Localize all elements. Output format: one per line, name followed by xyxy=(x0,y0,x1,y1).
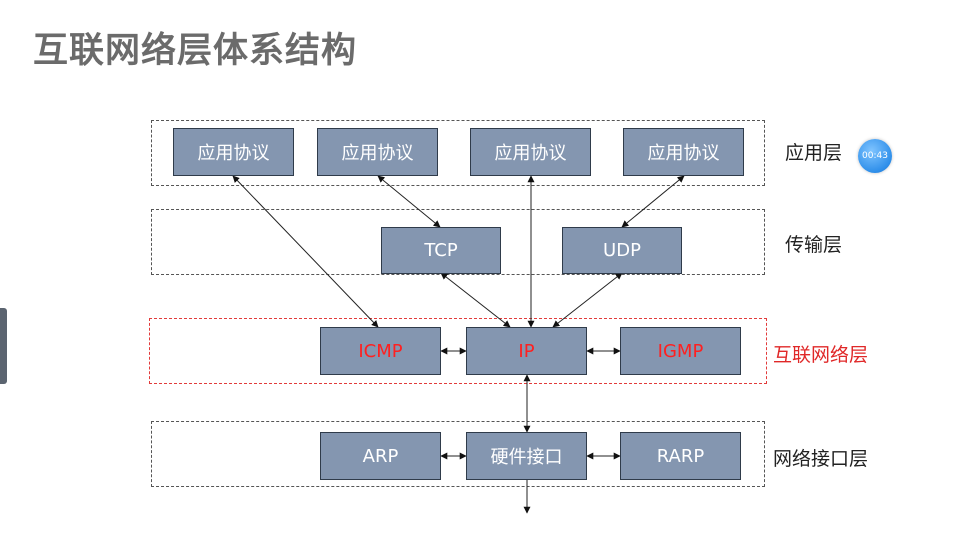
network-interface-layer-frame xyxy=(151,421,765,487)
app-protocol-box-3: 应用协议 xyxy=(470,128,591,176)
transport-layer-label: 传输层 xyxy=(785,234,843,256)
timer-badge[interactable]: 00:43 xyxy=(858,139,892,173)
igmp-box: IGMP xyxy=(620,327,741,375)
internet-layer-label: 互联网络层 xyxy=(773,344,869,366)
arrow-app1-icmp xyxy=(232,175,379,328)
network-interface-layer-label: 网络接口层 xyxy=(773,448,869,470)
arrow-app4-udp xyxy=(621,175,685,228)
side-panel-handle[interactable] xyxy=(0,308,7,384)
ip-box: IP xyxy=(466,327,587,375)
udp-box: UDP xyxy=(562,227,682,274)
app-protocol-box-1: 应用协议 xyxy=(173,128,294,176)
app-protocol-box-2: 应用协议 xyxy=(317,128,438,176)
rarp-box: RARP xyxy=(620,432,741,480)
arrow-app2-tcp xyxy=(377,175,441,228)
app-protocol-box-4: 应用协议 xyxy=(623,128,744,176)
tcp-box: TCP xyxy=(381,227,501,274)
arrow-tcp-ip xyxy=(440,272,511,328)
icmp-box: ICMP xyxy=(320,327,441,375)
application-layer-frame xyxy=(151,120,765,186)
application-layer-label: 应用层 xyxy=(785,142,843,164)
arrow-udp-ip xyxy=(552,272,623,328)
arp-box: ARP xyxy=(320,432,441,480)
hardware-interface-box: 硬件接口 xyxy=(466,432,587,480)
page-title: 互联网络层体系结构 xyxy=(33,31,358,71)
